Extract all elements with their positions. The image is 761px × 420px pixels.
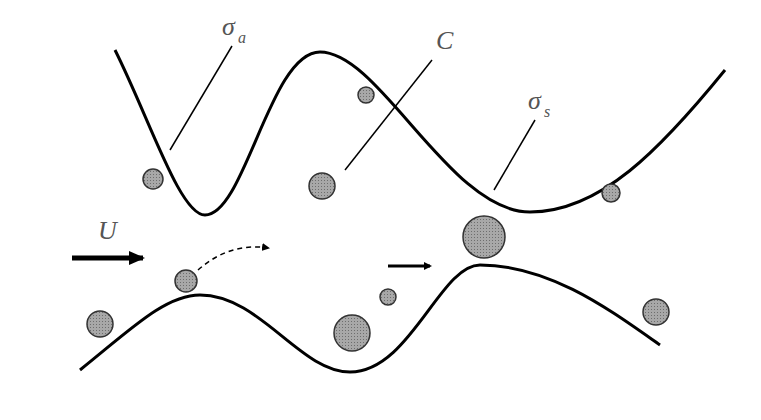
- subscript: s: [544, 104, 550, 120]
- lower-wall: [80, 265, 660, 372]
- leader-line: [345, 60, 432, 170]
- particles: [87, 87, 669, 351]
- subscript: a: [238, 30, 246, 46]
- sigma-symbol: σ: [222, 14, 235, 40]
- particle-path-arrow: [198, 247, 268, 270]
- velocity-label: U: [98, 218, 117, 244]
- concentration-label: C: [436, 28, 453, 54]
- flow-arrow: [388, 265, 430, 268]
- leader-line: [170, 46, 232, 150]
- sigma-symbol: σ: [528, 88, 541, 114]
- flow-arrow: [72, 256, 143, 261]
- leader-line: [494, 120, 535, 190]
- upper-wall: [115, 50, 725, 215]
